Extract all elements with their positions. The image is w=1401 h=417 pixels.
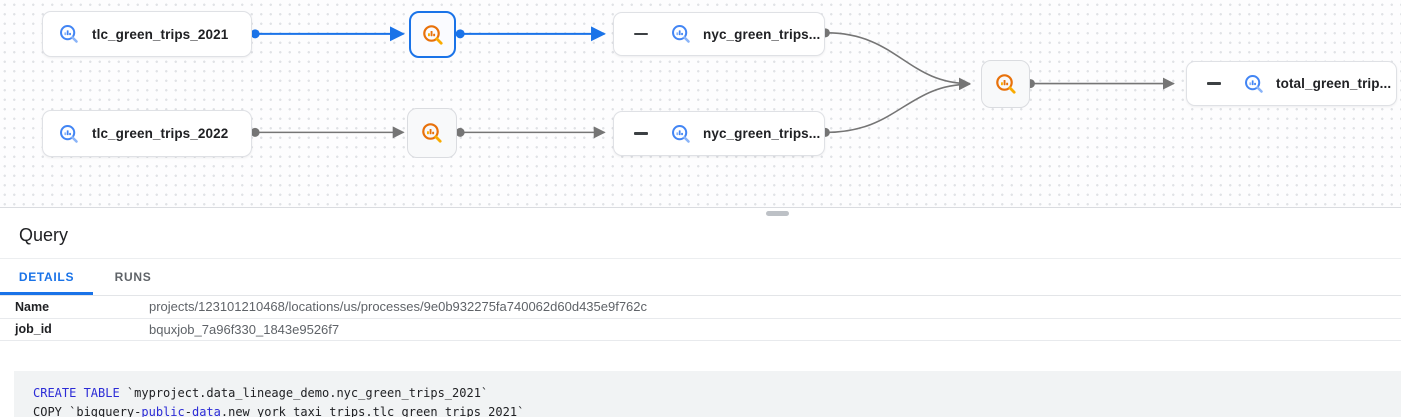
table-node-total-green-trips[interactable]: total_green_trip... [1186, 61, 1397, 106]
bigquery-process-icon [995, 74, 1016, 94]
node-label: tlc_green_trips_2021 [92, 26, 229, 42]
table-node-tlc-green-trips-2021[interactable]: tlc_green_trips_2021 [42, 11, 252, 57]
detail-tabs: DETAILS RUNS [0, 258, 1401, 296]
bigquery-table-icon [672, 124, 690, 143]
detail-label: Name [15, 299, 50, 314]
table-node-nyc-green-trips-2022[interactable]: nyc_green_trips... [613, 111, 825, 156]
detail-value: projects/123101210468/locations/us/proce… [149, 299, 648, 315]
sql-line: CREATE TABLE `myproject.data_lineage_dem… [33, 386, 489, 400]
node-label: tlc_green_trips_2022 [92, 126, 229, 141]
bigquery-table-icon [1245, 74, 1263, 93]
collapse-minus-icon[interactable] [634, 32, 648, 36]
node-label: nyc_green_trips... [703, 26, 821, 42]
page-title: Query [19, 225, 69, 245]
tab-details[interactable]: DETAILS [0, 259, 93, 295]
tab-runs[interactable]: RUNS [114, 270, 152, 284]
bigquery-table-icon [60, 124, 78, 143]
collapse-minus-icon[interactable] [634, 132, 648, 135]
node-label: nyc_green_trips... [703, 126, 821, 141]
detail-label: job_id [15, 322, 52, 337]
lineage-canvas[interactable]: tlc_green_trips_2021 nyc_green_trips. [0, 0, 1401, 208]
bigquery-table-icon [672, 25, 690, 43]
panel-resize-handle[interactable] [766, 211, 789, 216]
detail-value: bquxjob_7a96f330_1843e9526f7 [149, 321, 340, 337]
table-node-nyc-green-trips-2021[interactable]: nyc_green_trips... [613, 12, 825, 56]
node-label: total_green_trip... [1276, 76, 1392, 91]
table-node-tlc-green-trips-2022[interactable]: tlc_green_trips_2022 [42, 110, 252, 157]
sql-code-block: CREATE TABLE `myproject.data_lineage_dem… [14, 371, 1401, 417]
process-node-selected[interactable] [409, 11, 456, 58]
process-node-merge[interactable] [981, 60, 1030, 108]
detail-row-job-id: job_id bquxjob_7a96f330_1843e9526f7 [0, 319, 1401, 341]
collapse-minus-icon[interactable] [1207, 82, 1221, 85]
sql-line: COPY `bigquery-public-data.new_york_taxi… [33, 405, 525, 417]
detail-row-name: Name projects/123101210468/locations/us/… [0, 296, 1401, 319]
bigquery-table-icon [60, 25, 78, 43]
details-panel: Query DETAILS RUNS Name projects/1231012… [0, 208, 1401, 417]
bigquery-process-icon [422, 24, 443, 45]
bigquery-process-icon [422, 123, 442, 143]
process-node-2022[interactable] [407, 108, 457, 158]
